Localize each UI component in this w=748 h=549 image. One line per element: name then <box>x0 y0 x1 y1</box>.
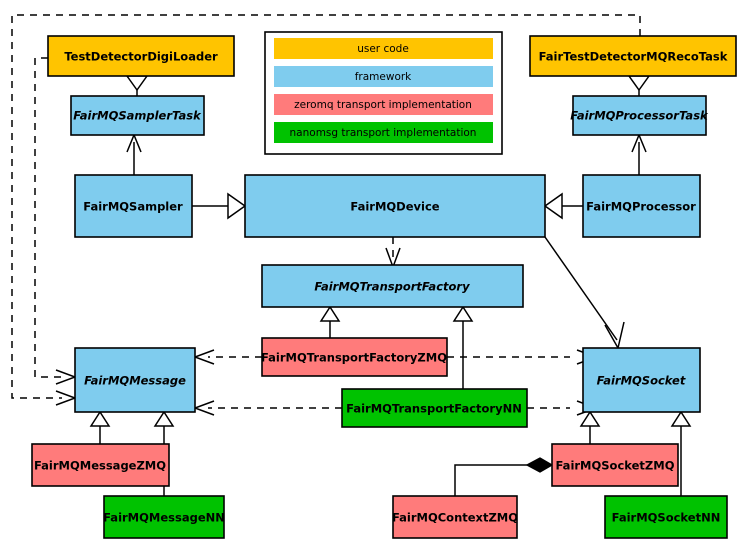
legend-panel: user code framework zeromq transport imp… <box>264 31 503 155</box>
legend-item-nanomsg: nanomsg transport implementation <box>274 122 493 143</box>
node-box-FairMQMessage[interactable] <box>74 347 196 413</box>
legend-item-framework: framework <box>274 66 493 87</box>
node-label-FairMQTransportFactoryNN: FairMQTransportFactoryNN <box>346 402 522 416</box>
node-box-TestDetectorDigiLoader[interactable] <box>47 35 235 77</box>
legend-swatch-nanomsg <box>274 122 493 143</box>
legend-item-user-code: user code <box>274 38 493 59</box>
node-FairMQMessage[interactable]: FairMQMessage <box>74 347 196 413</box>
arrowhead-outer-uses-message <box>55 390 78 406</box>
node-box-FairMQSocket[interactable] <box>582 347 701 413</box>
node-FairMQContextZMQ[interactable]: FairMQContextZMQ <box>392 495 518 539</box>
node-FairMQProcessorTask[interactable]: FairMQProcessorTask <box>570 95 709 136</box>
legend-swatch-zeromq <box>274 94 493 115</box>
arrowhead-factoryzmq-inherits-factory <box>319 305 341 322</box>
arrowhead-socketnn-inherits-socket <box>670 410 692 427</box>
node-FairTestDetectorMQRecoTask[interactable]: FairTestDetectorMQRecoTask <box>529 35 737 77</box>
node-label-FairMQSocketZMQ: FairMQSocketZMQ <box>556 459 675 473</box>
node-box-FairMQProcessor[interactable] <box>582 174 701 238</box>
node-box-FairMQProcessorTask[interactable] <box>572 95 707 136</box>
node-box-FairMQTransportFactoryZMQ[interactable] <box>261 337 448 377</box>
node-FairMQSamplerTask[interactable]: FairMQSamplerTask <box>70 95 205 136</box>
device-transportfactory-edge <box>385 237 401 270</box>
legend-swatch-user-code <box>274 38 493 59</box>
node-label-FairMQSocketNN: FairMQSocketNN <box>612 511 721 525</box>
node-FairMQTransportFactoryZMQ[interactable]: FairMQTransportFactoryZMQ <box>261 337 448 377</box>
node-label-FairMQSocket: FairMQSocket <box>597 374 686 388</box>
node-TestDetectorDigiLoader[interactable]: TestDetectorDigiLoader <box>47 35 235 77</box>
node-FairMQSocket[interactable]: FairMQSocket <box>582 347 701 413</box>
node-FairMQMessageZMQ[interactable]: FairMQMessageZMQ <box>31 443 170 487</box>
legend-label-nanomsg: nanomsg transport implementation <box>290 127 477 139</box>
node-box-FairMQTransportFactory[interactable] <box>261 264 524 308</box>
arrowhead-messagezmq-inherits-message <box>89 410 111 427</box>
node-box-FairMQMessageNN[interactable] <box>103 495 225 539</box>
node-FairMQTransportFactoryNN[interactable]: FairMQTransportFactoryNN <box>341 388 528 428</box>
arrowhead-factoryzmq-creates-message <box>192 349 215 365</box>
arrowhead-socketzmq-inherits-socket <box>579 410 601 427</box>
arrowhead-sampler-inherits-device <box>227 192 247 220</box>
arrowhead-factorynn-inherits-factory <box>452 305 474 322</box>
node-FairMQProcessor[interactable]: FairMQProcessor <box>582 174 701 238</box>
node-label-TestDetectorDigiLoader: TestDetectorDigiLoader <box>64 50 218 64</box>
node-label-FairMQContextZMQ: FairMQContextZMQ <box>392 511 518 525</box>
node-label-FairMQSampler: FairMQSampler <box>83 200 183 214</box>
generalization-edges <box>89 75 692 496</box>
node-label-FairMQDevice: FairMQDevice <box>350 200 439 214</box>
edge-digiloader-uses-message <box>34 57 62 378</box>
composition-edge-context-socketzmq <box>454 457 554 496</box>
node-FairMQMessageNN[interactable]: FairMQMessageNN <box>103 495 225 539</box>
legend-item-zeromq: zeromq transport implementation <box>274 94 493 115</box>
node-label-FairMQSamplerTask: FairMQSamplerTask <box>73 109 202 123</box>
edge-outer-uses-message <box>11 14 641 399</box>
node-box-FairMQTransportFactoryNN[interactable] <box>341 388 528 428</box>
arrowhead-digiloader-inherits-samplertask <box>125 75 149 92</box>
node-label-FairMQMessageNN: FairMQMessageNN <box>103 511 225 525</box>
node-FairMQDevice[interactable]: FairMQDevice <box>244 174 546 238</box>
node-box-FairMQSamplerTask[interactable] <box>70 95 205 136</box>
arrowhead-messagenn-inherits-message <box>153 410 175 427</box>
node-label-FairMQTransportFactoryZMQ: FairMQTransportFactoryZMQ <box>261 351 447 365</box>
arrowhead-recotask-inherits-processortask <box>627 75 651 92</box>
arrowhead-processor-inherits-device <box>543 192 563 220</box>
node-box-FairMQDevice[interactable] <box>244 174 546 238</box>
composition-diamond <box>525 457 554 473</box>
node-label-FairMQMessage: FairMQMessage <box>84 374 186 388</box>
node-box-FairMQContextZMQ[interactable] <box>392 495 518 539</box>
node-box-FairMQSampler[interactable] <box>74 174 193 238</box>
node-FairMQSocketZMQ[interactable]: FairMQSocketZMQ <box>551 443 679 487</box>
device-socket-edge <box>544 236 625 351</box>
node-box-FairMQMessageZMQ[interactable] <box>31 443 170 487</box>
node-label-FairMQProcessorTask: FairMQProcessorTask <box>570 109 709 123</box>
legend-label-framework: framework <box>355 71 412 83</box>
edge-device-uses-socket <box>544 236 618 341</box>
legend-label-user-code: user code <box>357 43 409 55</box>
node-label-FairMQProcessor: FairMQProcessor <box>586 200 696 214</box>
legend-swatch-framework <box>274 66 493 87</box>
node-label-FairTestDetectorMQRecoTask: FairTestDetectorMQRecoTask <box>539 50 728 64</box>
node-FairMQSocketNN[interactable]: FairMQSocketNN <box>604 495 728 539</box>
node-FairMQSampler[interactable]: FairMQSampler <box>74 174 193 238</box>
node-FairMQTransportFactory[interactable]: FairMQTransportFactory <box>261 264 524 308</box>
node-label-FairMQTransportFactory: FairMQTransportFactory <box>314 280 470 294</box>
node-box-FairMQSocketZMQ[interactable] <box>551 443 679 487</box>
node-box-FairMQSocketNN[interactable] <box>604 495 728 539</box>
edge-contextzmq-composed-in-socketzmq <box>454 464 527 496</box>
node-label-FairMQMessageZMQ: FairMQMessageZMQ <box>34 459 166 473</box>
legend-label-zeromq: zeromq transport implementation <box>294 99 472 111</box>
class-nodes: TestDetectorDigiLoader FairMQSamplerTask… <box>31 35 737 539</box>
node-box-FairTestDetectorMQRecoTask[interactable] <box>529 35 737 77</box>
